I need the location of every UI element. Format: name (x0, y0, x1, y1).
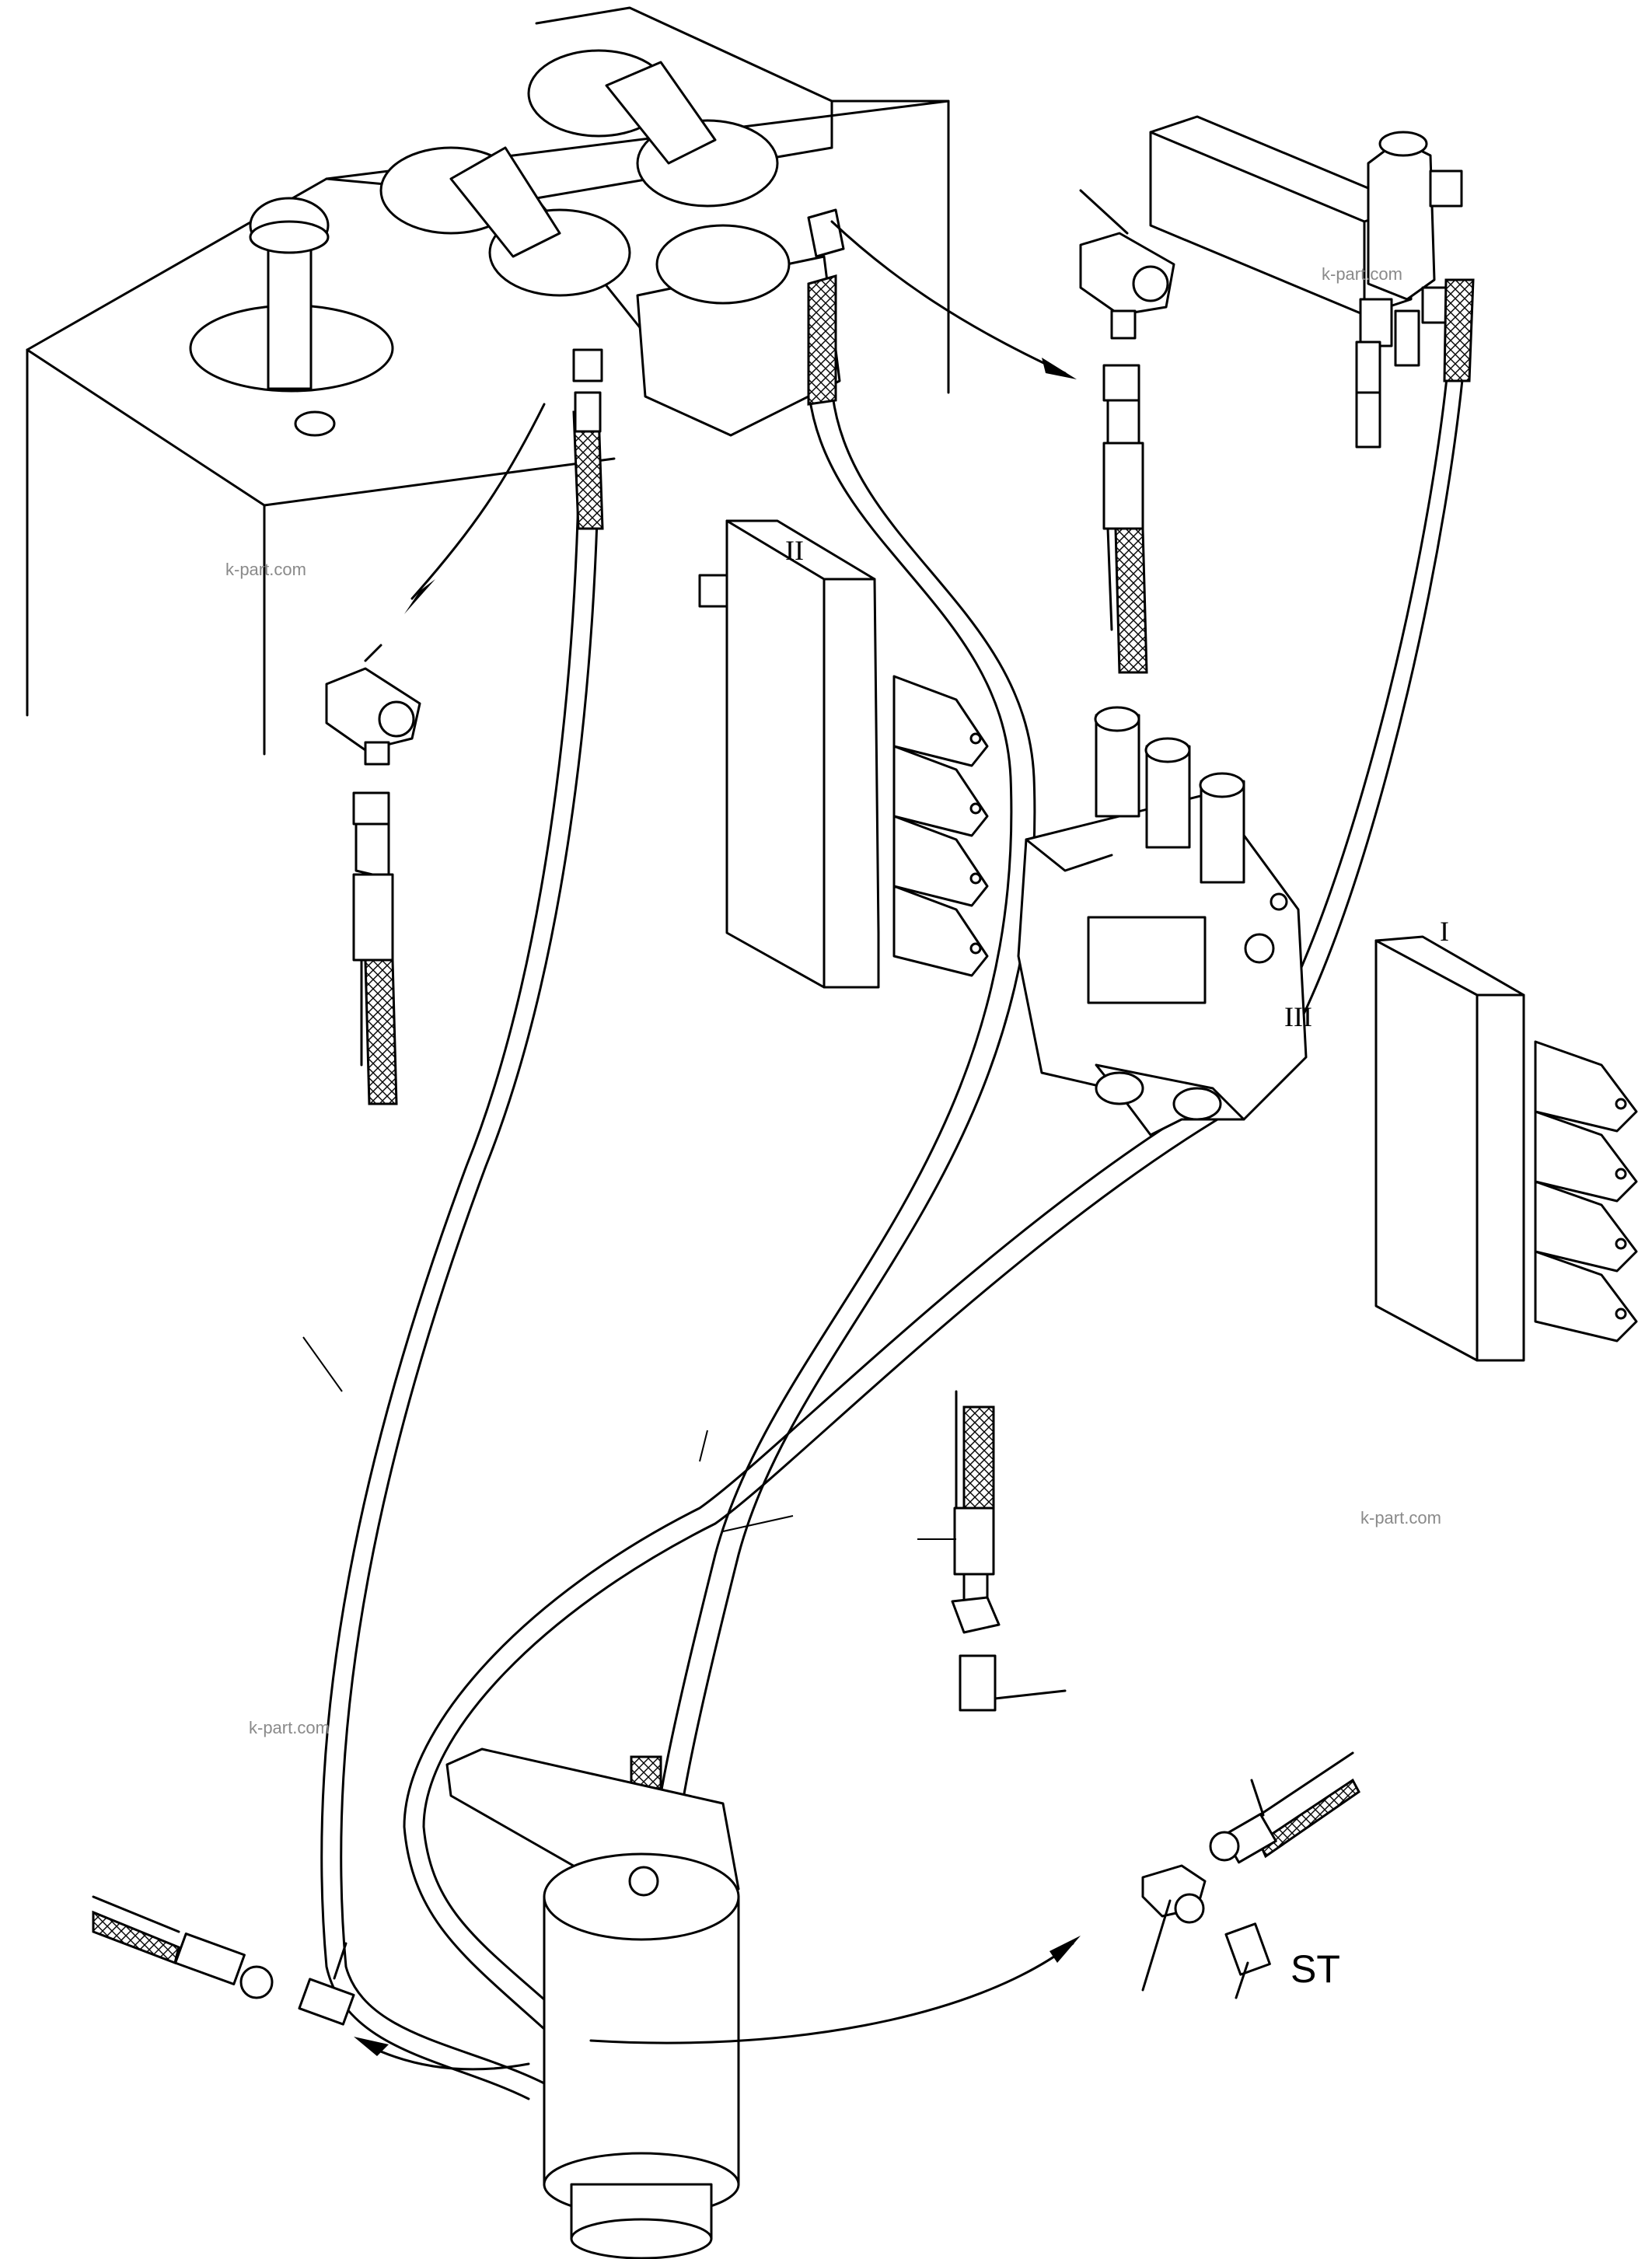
arrow-right-upper (830, 220, 1077, 379)
control-valve-bank-left: II (698, 519, 989, 989)
arrow-left-upper (404, 403, 546, 614)
watermark-2: k-part.com (1322, 264, 1402, 284)
spool-cap-right-4 (1534, 1250, 1638, 1342)
spool-cap-right-3 (1534, 1180, 1638, 1273)
valve-mark-iii: III (1284, 1001, 1312, 1032)
valve-mark-i: I (1440, 916, 1449, 947)
spool-cap-right-2 (1534, 1110, 1638, 1203)
label-st: ST (1291, 1947, 1340, 1991)
spool-cap-left-3 (892, 815, 989, 907)
hose-3 (403, 278, 1475, 2030)
adapter-fitting-left (92, 1895, 355, 2026)
pilot-valve-assembly (1149, 115, 1463, 449)
st-elbow-detail (1141, 1751, 1360, 1999)
breather-cap (189, 197, 394, 437)
spool-cap-left-4 (892, 885, 989, 977)
elbow-fitting-left (325, 644, 421, 1105)
watermark-1: k-part.com (225, 560, 306, 579)
control-valve-center: III (1017, 706, 1312, 1136)
elbow-fitting-right (1079, 189, 1175, 674)
hose-1 (320, 348, 604, 2100)
spool-cap-left-1 (892, 675, 989, 767)
filter-cover-2 (527, 49, 779, 208)
leader-lines (302, 1336, 956, 1540)
valve-mark-ii: II (785, 535, 804, 566)
arrow-bottom-left (354, 2037, 530, 2071)
swivel-joint (445, 1747, 740, 2259)
control-valve-bank-right: I (1374, 916, 1638, 1362)
watermark-4: k-part.com (249, 1718, 330, 1737)
arrow-bottom-right (589, 1936, 1081, 2044)
valve-block (636, 224, 841, 437)
spool-cap-right-1 (1534, 1040, 1638, 1133)
filter-cover-1 (379, 146, 631, 297)
spool-cap-left-2 (892, 745, 989, 837)
hydraulic-tank (26, 6, 950, 756)
adapter-fitting-center (951, 1390, 1067, 1712)
watermark-3: k-part.com (1360, 1508, 1441, 1528)
